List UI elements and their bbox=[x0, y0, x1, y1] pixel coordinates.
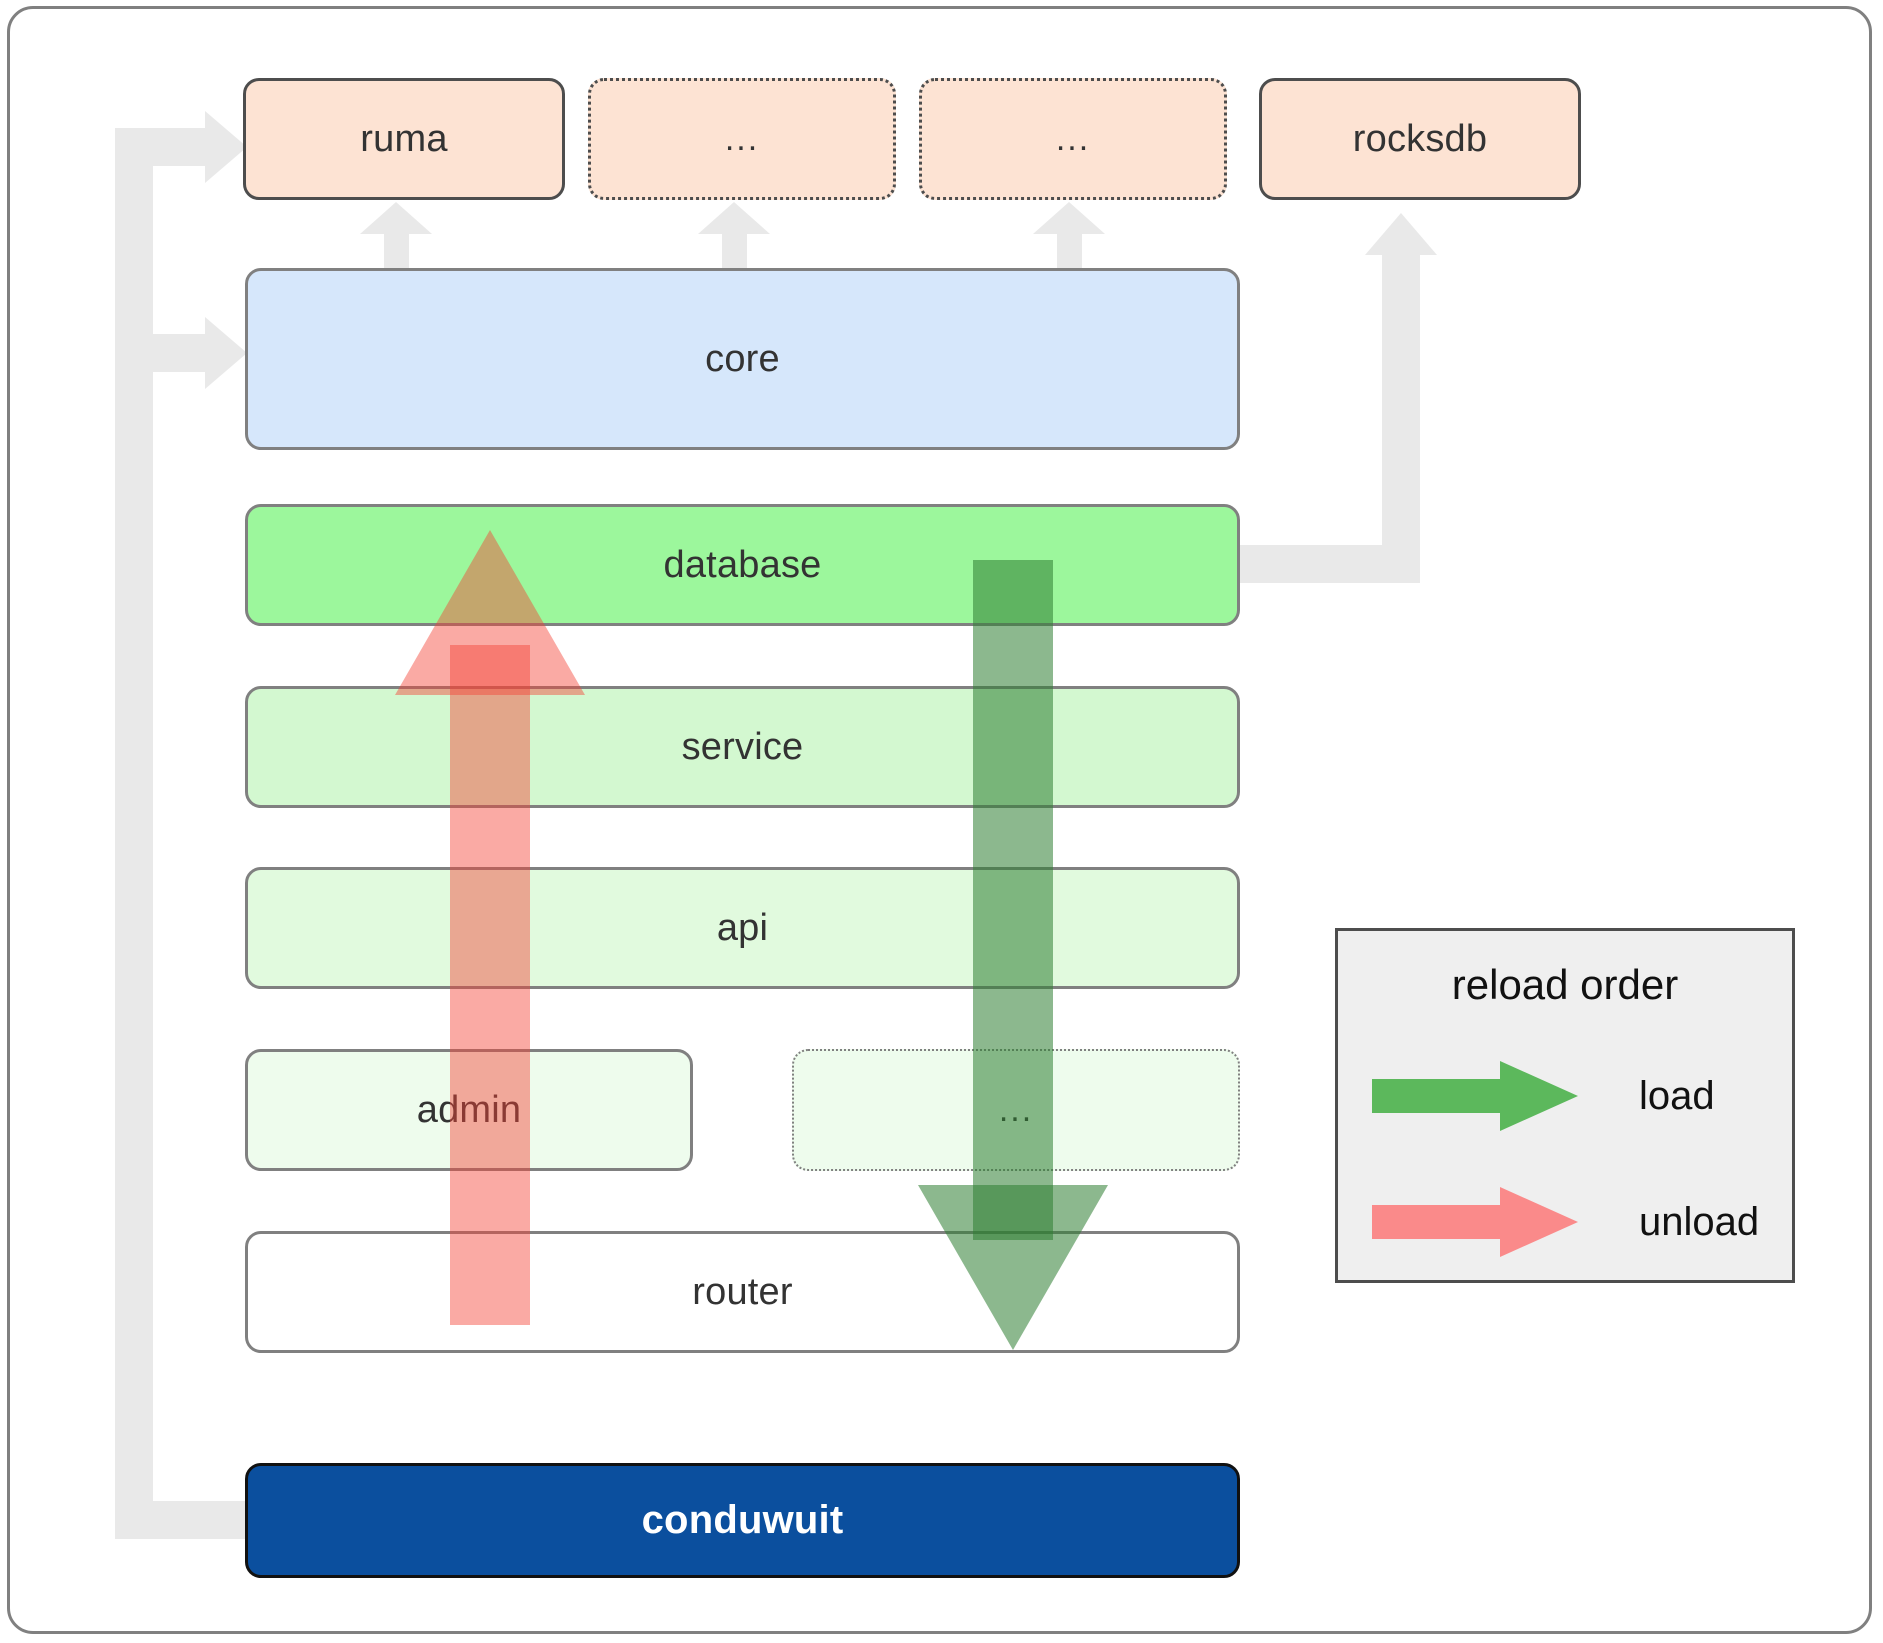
layer-label-core: core bbox=[705, 337, 780, 380]
connector-core-to-ruma-stem bbox=[384, 228, 409, 273]
load-arrow-head bbox=[918, 1185, 1108, 1350]
layer-box-core[interactable]: core bbox=[245, 268, 1240, 450]
load-flow-arrow bbox=[880, 560, 1150, 1350]
layer-box-service[interactable]: service bbox=[245, 686, 1240, 808]
legend-load-arrow-icon bbox=[1372, 1061, 1578, 1131]
application-box-conduwuit[interactable]: conduwuit bbox=[245, 1463, 1240, 1578]
layer-label-api: api bbox=[716, 906, 769, 949]
legend-panel: reload order load unload bbox=[1335, 928, 1795, 1283]
unload-arrow-head bbox=[395, 530, 585, 695]
legend-title: reload order bbox=[1451, 961, 1679, 1008]
layer-label-database: database bbox=[663, 543, 822, 586]
dependency-box-rocksdb[interactable]: rocksdb bbox=[1259, 78, 1581, 200]
legend-row-unload: unload bbox=[1372, 1187, 1772, 1257]
dependency-label-ellipsis-1: ... bbox=[724, 119, 760, 158]
connector-arrow-to-ruma bbox=[205, 111, 247, 183]
layer-box-admin[interactable]: admin bbox=[245, 1049, 693, 1171]
connector-arrow-to-core bbox=[205, 317, 247, 389]
layer-label-admin: admin bbox=[416, 1088, 522, 1131]
application-label-conduwuit: conduwuit bbox=[641, 1498, 844, 1542]
legend-unload-arrow-icon bbox=[1372, 1187, 1578, 1257]
dependency-box-ellipsis-1[interactable]: ... bbox=[588, 78, 896, 200]
dependency-label-ellipsis-2: ... bbox=[1055, 119, 1091, 158]
legend-row-load: load bbox=[1372, 1061, 1772, 1131]
layer-box-api[interactable]: api bbox=[245, 867, 1240, 989]
dependency-label-rocksdb: rocksdb bbox=[1352, 117, 1488, 160]
connector-arrow-core-to-ruma bbox=[360, 202, 432, 234]
layer-box-database[interactable]: database bbox=[245, 504, 1240, 626]
unload-arrow-shaft bbox=[450, 645, 530, 1325]
legend-label-load: load bbox=[1639, 1073, 1715, 1118]
connector-arrow-core-to-dep1 bbox=[698, 202, 770, 234]
connector-database-to-rocksdb-vertical bbox=[1382, 255, 1420, 583]
legend-label-unload: unload bbox=[1639, 1199, 1760, 1244]
connector-core-to-dep2-stem bbox=[1057, 228, 1082, 273]
connector-arrow-core-to-dep2 bbox=[1033, 202, 1105, 234]
layer-label-router: router bbox=[692, 1270, 793, 1313]
connector-arrow-to-rocksdb bbox=[1365, 213, 1437, 255]
unload-flow-arrow bbox=[330, 530, 600, 1325]
dependency-label-ruma: ruma bbox=[360, 117, 448, 160]
load-arrow-shaft bbox=[973, 560, 1053, 1240]
dependency-box-ellipsis-2[interactable]: ... bbox=[919, 78, 1227, 200]
layer-label-service: service bbox=[681, 725, 804, 768]
dependency-box-ruma[interactable]: ruma bbox=[243, 78, 565, 200]
connector-core-to-dep1-stem bbox=[722, 228, 747, 273]
